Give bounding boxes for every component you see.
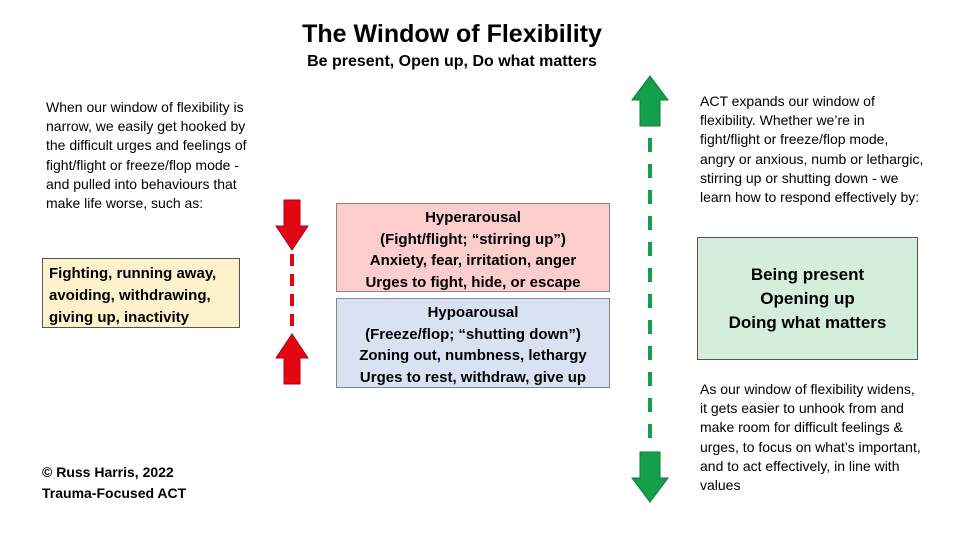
act-process-line: Being present xyxy=(750,264,865,284)
hyperarousal-heading: Hyperarousal xyxy=(425,209,521,226)
hypoarousal-line: (Freeze/flop; “shutting down”) xyxy=(365,325,581,343)
hyperarousal-line: (Fight/flight; “stirring up”) xyxy=(380,230,566,248)
hypoarousal-heading: Hypoarousal xyxy=(427,304,519,321)
green-up-arrow-icon xyxy=(631,75,669,127)
behaviours-line: giving up, inactivity xyxy=(49,309,190,326)
hypoarousal-box: Hypoarousal (Freeze/flop; “shutting down… xyxy=(336,298,610,388)
copyright-credit: © Russ Harris, 2022 Trauma-Focused ACT xyxy=(42,462,186,504)
act-expands-description: ACT expands our window of flexibility. W… xyxy=(700,93,924,206)
act-processes-box: Being present Opening up Doing what matt… xyxy=(697,237,918,360)
hyperarousal-box: Hyperarousal (Fight/flight; “stirring up… xyxy=(336,203,610,292)
unhelpful-behaviours-box: Fighting, running away, avoiding, withdr… xyxy=(42,258,240,328)
act-process-line: Opening up xyxy=(760,288,855,308)
source-line: Trauma-Focused ACT xyxy=(42,485,187,501)
narrowing-arrows xyxy=(275,199,309,385)
red-up-arrow-icon xyxy=(275,333,309,385)
behaviours-line: avoiding, withdrawing, xyxy=(49,287,211,304)
widening-arrows xyxy=(631,75,669,503)
diagram-subtitle: Be present, Open up, Do what matters xyxy=(307,53,597,70)
hyperarousal-line: Urges to fight, hide, or escape xyxy=(365,273,581,291)
hypoarousal-line: Urges to rest, withdraw, give up xyxy=(359,368,587,386)
narrow-window-description: When our window of flexibility is narrow… xyxy=(46,99,247,212)
window-widens-description: As our window of flexibility widens, it … xyxy=(700,381,921,494)
act-process-line: Doing what matters xyxy=(728,312,887,332)
behaviours-line: Fighting, running away, xyxy=(49,265,217,282)
hypoarousal-line: Zoning out, numbness, lethargy xyxy=(359,347,587,364)
green-down-arrow-icon xyxy=(631,451,669,503)
hyperarousal-line: Anxiety, fear, irritation, anger xyxy=(369,252,577,269)
red-down-arrow-icon xyxy=(275,199,309,251)
copyright-line: © Russ Harris, 2022 xyxy=(42,464,174,480)
diagram-title: The Window of Flexibility xyxy=(302,20,602,48)
